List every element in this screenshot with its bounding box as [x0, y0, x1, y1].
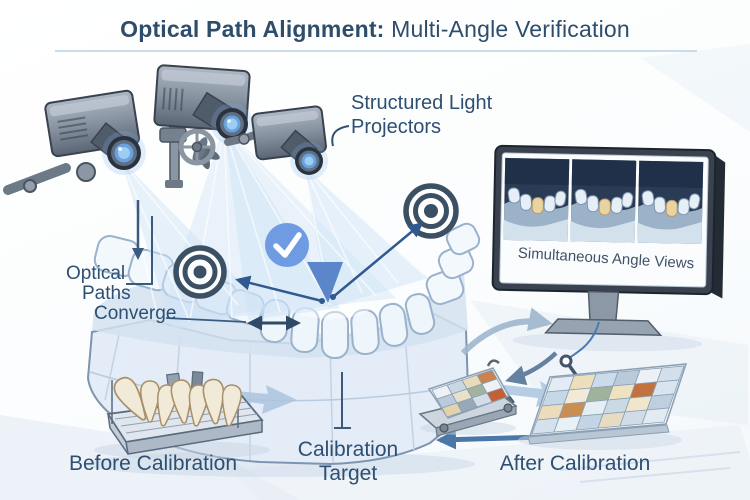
label-structured-light-projectors: Structured Light Projectors — [351, 92, 493, 138]
checker-cell — [641, 407, 670, 425]
projector-label-pointer — [331, 125, 350, 147]
title-emphasis: Optical Path Alignment: — [120, 16, 385, 42]
scan-panel-1 — [503, 157, 570, 242]
bullseye-target-icon-left — [173, 245, 227, 299]
optical-label-bracket — [126, 216, 153, 285]
label-calibration-target: Calibration Target — [297, 438, 399, 485]
monitor-stand — [543, 290, 663, 336]
monitor — [491, 144, 726, 352]
checkmark-badge-icon — [265, 223, 309, 267]
soft-arrow-right-tray — [224, 385, 297, 414]
scan-panel-2 — [570, 158, 637, 244]
easel-checker-grid — [431, 369, 508, 418]
flat-color-checker — [518, 363, 688, 450]
easel-calibration-target — [418, 359, 518, 437]
scan-panel-3 — [637, 160, 704, 245]
label-before-calibration: Before Calibration — [68, 452, 238, 475]
label-after-calibration: After Calibration — [499, 452, 651, 475]
camera-center — [153, 64, 253, 188]
optical-rays — [235, 222, 424, 304]
camera-left — [3, 89, 146, 195]
ray-right — [332, 222, 424, 298]
converge-line — [165, 317, 247, 323]
adjustment-wheel — [178, 128, 220, 170]
page-title: Optical Path Alignment: Multi-Angle Veri… — [0, 16, 750, 43]
checker-cell — [486, 387, 508, 403]
ray-left — [235, 275, 323, 303]
convergence-funnel-arrow — [307, 262, 343, 303]
camera-right — [224, 105, 328, 180]
curved-arrow-down — [505, 351, 558, 386]
before-tray — [94, 371, 270, 459]
label-optical-paths-converge: Optical Paths Converge — [66, 263, 177, 324]
flat-checker-grid — [531, 365, 685, 435]
title-rest: Multi-Angle Verification — [384, 16, 630, 42]
callout-connectors — [126, 200, 351, 429]
curved-arrow-up — [460, 307, 553, 356]
